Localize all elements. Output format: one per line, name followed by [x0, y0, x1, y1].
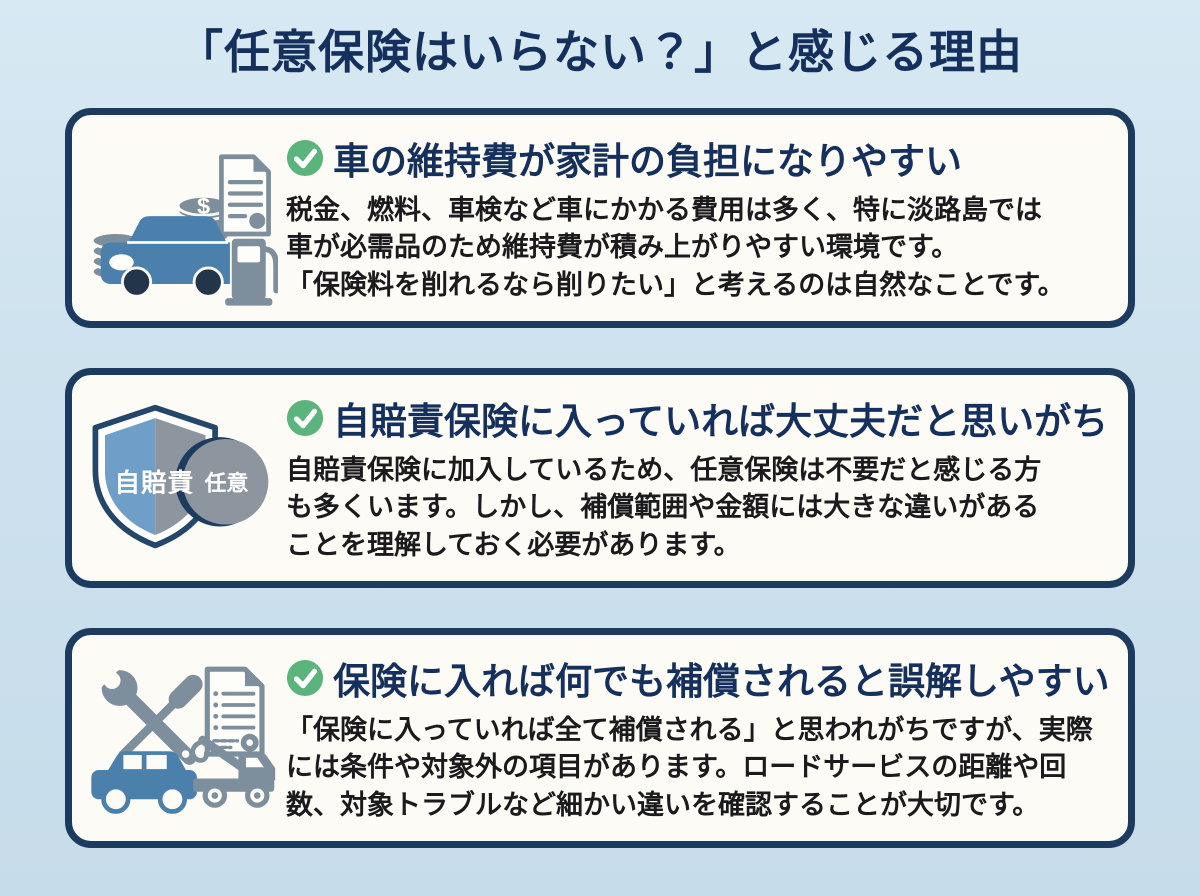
badge-label-optional: 任意: [204, 470, 249, 495]
body-line: 自賠責保険に加入しているため、任意保険は不要だと感じる方: [286, 455, 1042, 486]
card-heading: 自賠責保険に入っていれば大丈夫だと思いがち: [333, 401, 1109, 443]
card-heading-row: 自賠責保険に入っていれば大丈夫だと思いがち: [286, 391, 1120, 445]
body-line: 車が必需品のため維持費が積み上がりやすい環境です。: [286, 232, 959, 263]
car-costs-illustration: $: [90, 153, 278, 306]
infographic-page: 「任意保険はいらない？」と感じる理由: [0, 26, 1200, 848]
roadside-service-illustration: [89, 657, 276, 814]
fuel-pump-icon: [225, 236, 278, 306]
insurance-shield-illustration: 自賠責 任意: [92, 404, 269, 548]
optional-badge: [182, 438, 269, 525]
card-content: 自賠責保険に入っていれば大丈夫だと思いがち 自賠責保険に加入しているため、任意保…: [286, 391, 1128, 564]
reason-card-maintenance-cost: $: [65, 107, 1135, 328]
car-costs-icon: $: [72, 128, 286, 308]
reason-card-list: $: [0, 107, 1200, 848]
card-heading: 車の維持費が家計の負担になりやすい: [333, 141, 962, 183]
reason-card-coverage-misunderstanding: 保険に入れば何でも補償されると誤解しやすい 「保険に入っていれば全て補償される」…: [65, 627, 1135, 848]
body-line: ことを理解しておく必要があります。: [286, 529, 741, 560]
body-line: 数、対象トラブルなど細かい違いを確認することが大切です。: [286, 789, 1040, 820]
body-line: 税金、燃料、車検など車にかかる費用は多く、特に淡路島では: [286, 195, 1042, 226]
roadside-service-icon: [72, 648, 286, 828]
car-icon: [100, 215, 245, 298]
dollar-sign: $: [197, 193, 210, 219]
body-line: 「保険料を削れるなら削りたい」と考えるのは自然なことです。: [286, 269, 1065, 300]
reason-card-compulsory-insurance: 自賠責 任意 自賠責保険に入っていれば大丈夫だと思いがち 自賠責保険に加入してい…: [65, 367, 1135, 588]
policy-document-icon: [204, 666, 265, 757]
check-icon: [286, 140, 324, 177]
card-heading: 保険に入れば何でも補償されると誤解しやすい: [333, 661, 1110, 703]
page-title: 「任意保険はいらない？」と感じる理由: [177, 26, 1023, 78]
shield-label-compulsory: 自賠責: [114, 467, 194, 497]
check-icon: [286, 660, 324, 697]
invoice-document-icon: [219, 153, 271, 236]
body-line: も多くいます。しかし、補償範囲や金額には大きな違いがある: [286, 492, 1040, 523]
repair-tools-icon: [89, 657, 203, 765]
body-line: には条件や対象外の項目があります。ロードサービスの距離や回: [286, 752, 1067, 783]
card-content: 車の維持費が家計の負担になりやすい 税金、燃料、車検など車にかかる費用は多く、特…: [286, 131, 1128, 304]
card-heading-row: 保険に入れば何でも補償されると誤解しやすい: [286, 651, 1120, 705]
card-heading-row: 車の維持費が家計の負担になりやすい: [286, 131, 1120, 185]
body-line: 「保険に入っていれば全て補償される」と思われがちですが、実際: [286, 715, 1093, 746]
tow-truck-icon: [190, 735, 276, 808]
insurance-shield-icon: 自賠責 任意: [72, 402, 286, 554]
car-icon: [91, 750, 197, 814]
card-body: 「保険に入っていれば全て補償される」と思われがちですが、実際 には条件や対象外の…: [286, 712, 1120, 824]
card-body: 自賠責保険に加入しているため、任意保険は不要だと感じる方 も多くいます。しかし、…: [286, 452, 1120, 564]
card-content: 保険に入れば何でも補償されると誤解しやすい 「保険に入っていれば全て補償される」…: [286, 651, 1128, 824]
card-body: 税金、燃料、車検など車にかかる費用は多く、特に淡路島では 車が必需品のため維持費…: [286, 192, 1120, 304]
check-icon: [286, 400, 324, 437]
